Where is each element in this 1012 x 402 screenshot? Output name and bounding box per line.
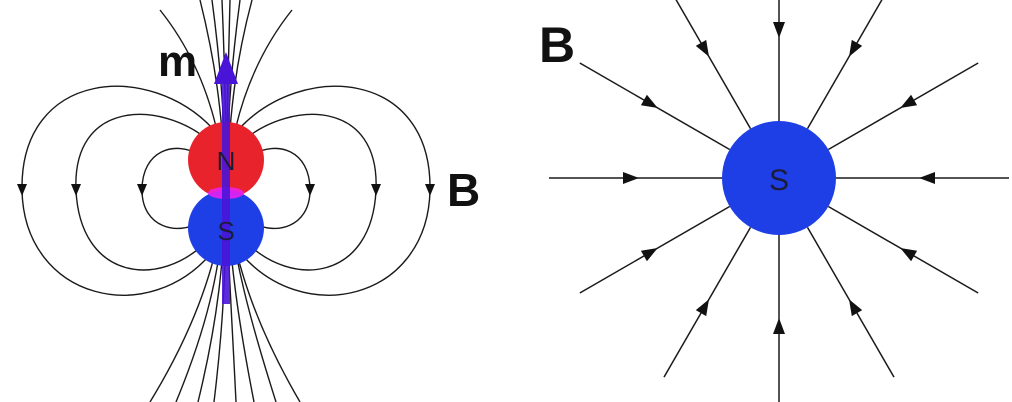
arrow-inward-icon (623, 172, 639, 184)
arrow-inward-icon (773, 318, 785, 334)
field-label-right: B (539, 17, 575, 73)
arrow-inward-icon (900, 248, 918, 262)
monopole-diagram: S B (539, 0, 1009, 402)
south-label: S (217, 216, 234, 246)
field-ray (806, 0, 883, 130)
loop-arrowheads (17, 184, 435, 196)
arrow-down-icon (305, 184, 315, 196)
radial-field-lines (549, 0, 1009, 402)
arrow-inward-icon (900, 94, 918, 108)
arrow-inward-icon (640, 94, 658, 108)
arrow-down-icon (371, 184, 381, 196)
magnetic-moment-arrow (214, 52, 238, 304)
arrow-inward-icon (773, 22, 785, 38)
moment-label: m (158, 37, 197, 86)
arrow-inward-icon (640, 248, 658, 262)
monopole-south-label: S (769, 164, 789, 197)
arrow-inward-icon (849, 39, 863, 57)
arrow-down-icon (137, 184, 147, 196)
arrow-down-icon (425, 184, 435, 196)
arrow-down-icon (17, 184, 27, 196)
arrow-inward-icon (849, 299, 863, 317)
arrow-inward-icon (695, 39, 709, 57)
monopole-south (722, 121, 836, 235)
monopole-panel: S B (505, 0, 1012, 402)
dipole-diagram: N S m B (17, 0, 480, 402)
dipole-panel: N S m B (0, 0, 505, 402)
arrow-down-icon (71, 184, 81, 196)
arrow-inward-icon (919, 172, 935, 184)
north-label: N (217, 146, 236, 176)
field-ray (675, 0, 752, 130)
field-label-left: B (447, 164, 480, 216)
arrow-inward-icon (695, 299, 709, 317)
